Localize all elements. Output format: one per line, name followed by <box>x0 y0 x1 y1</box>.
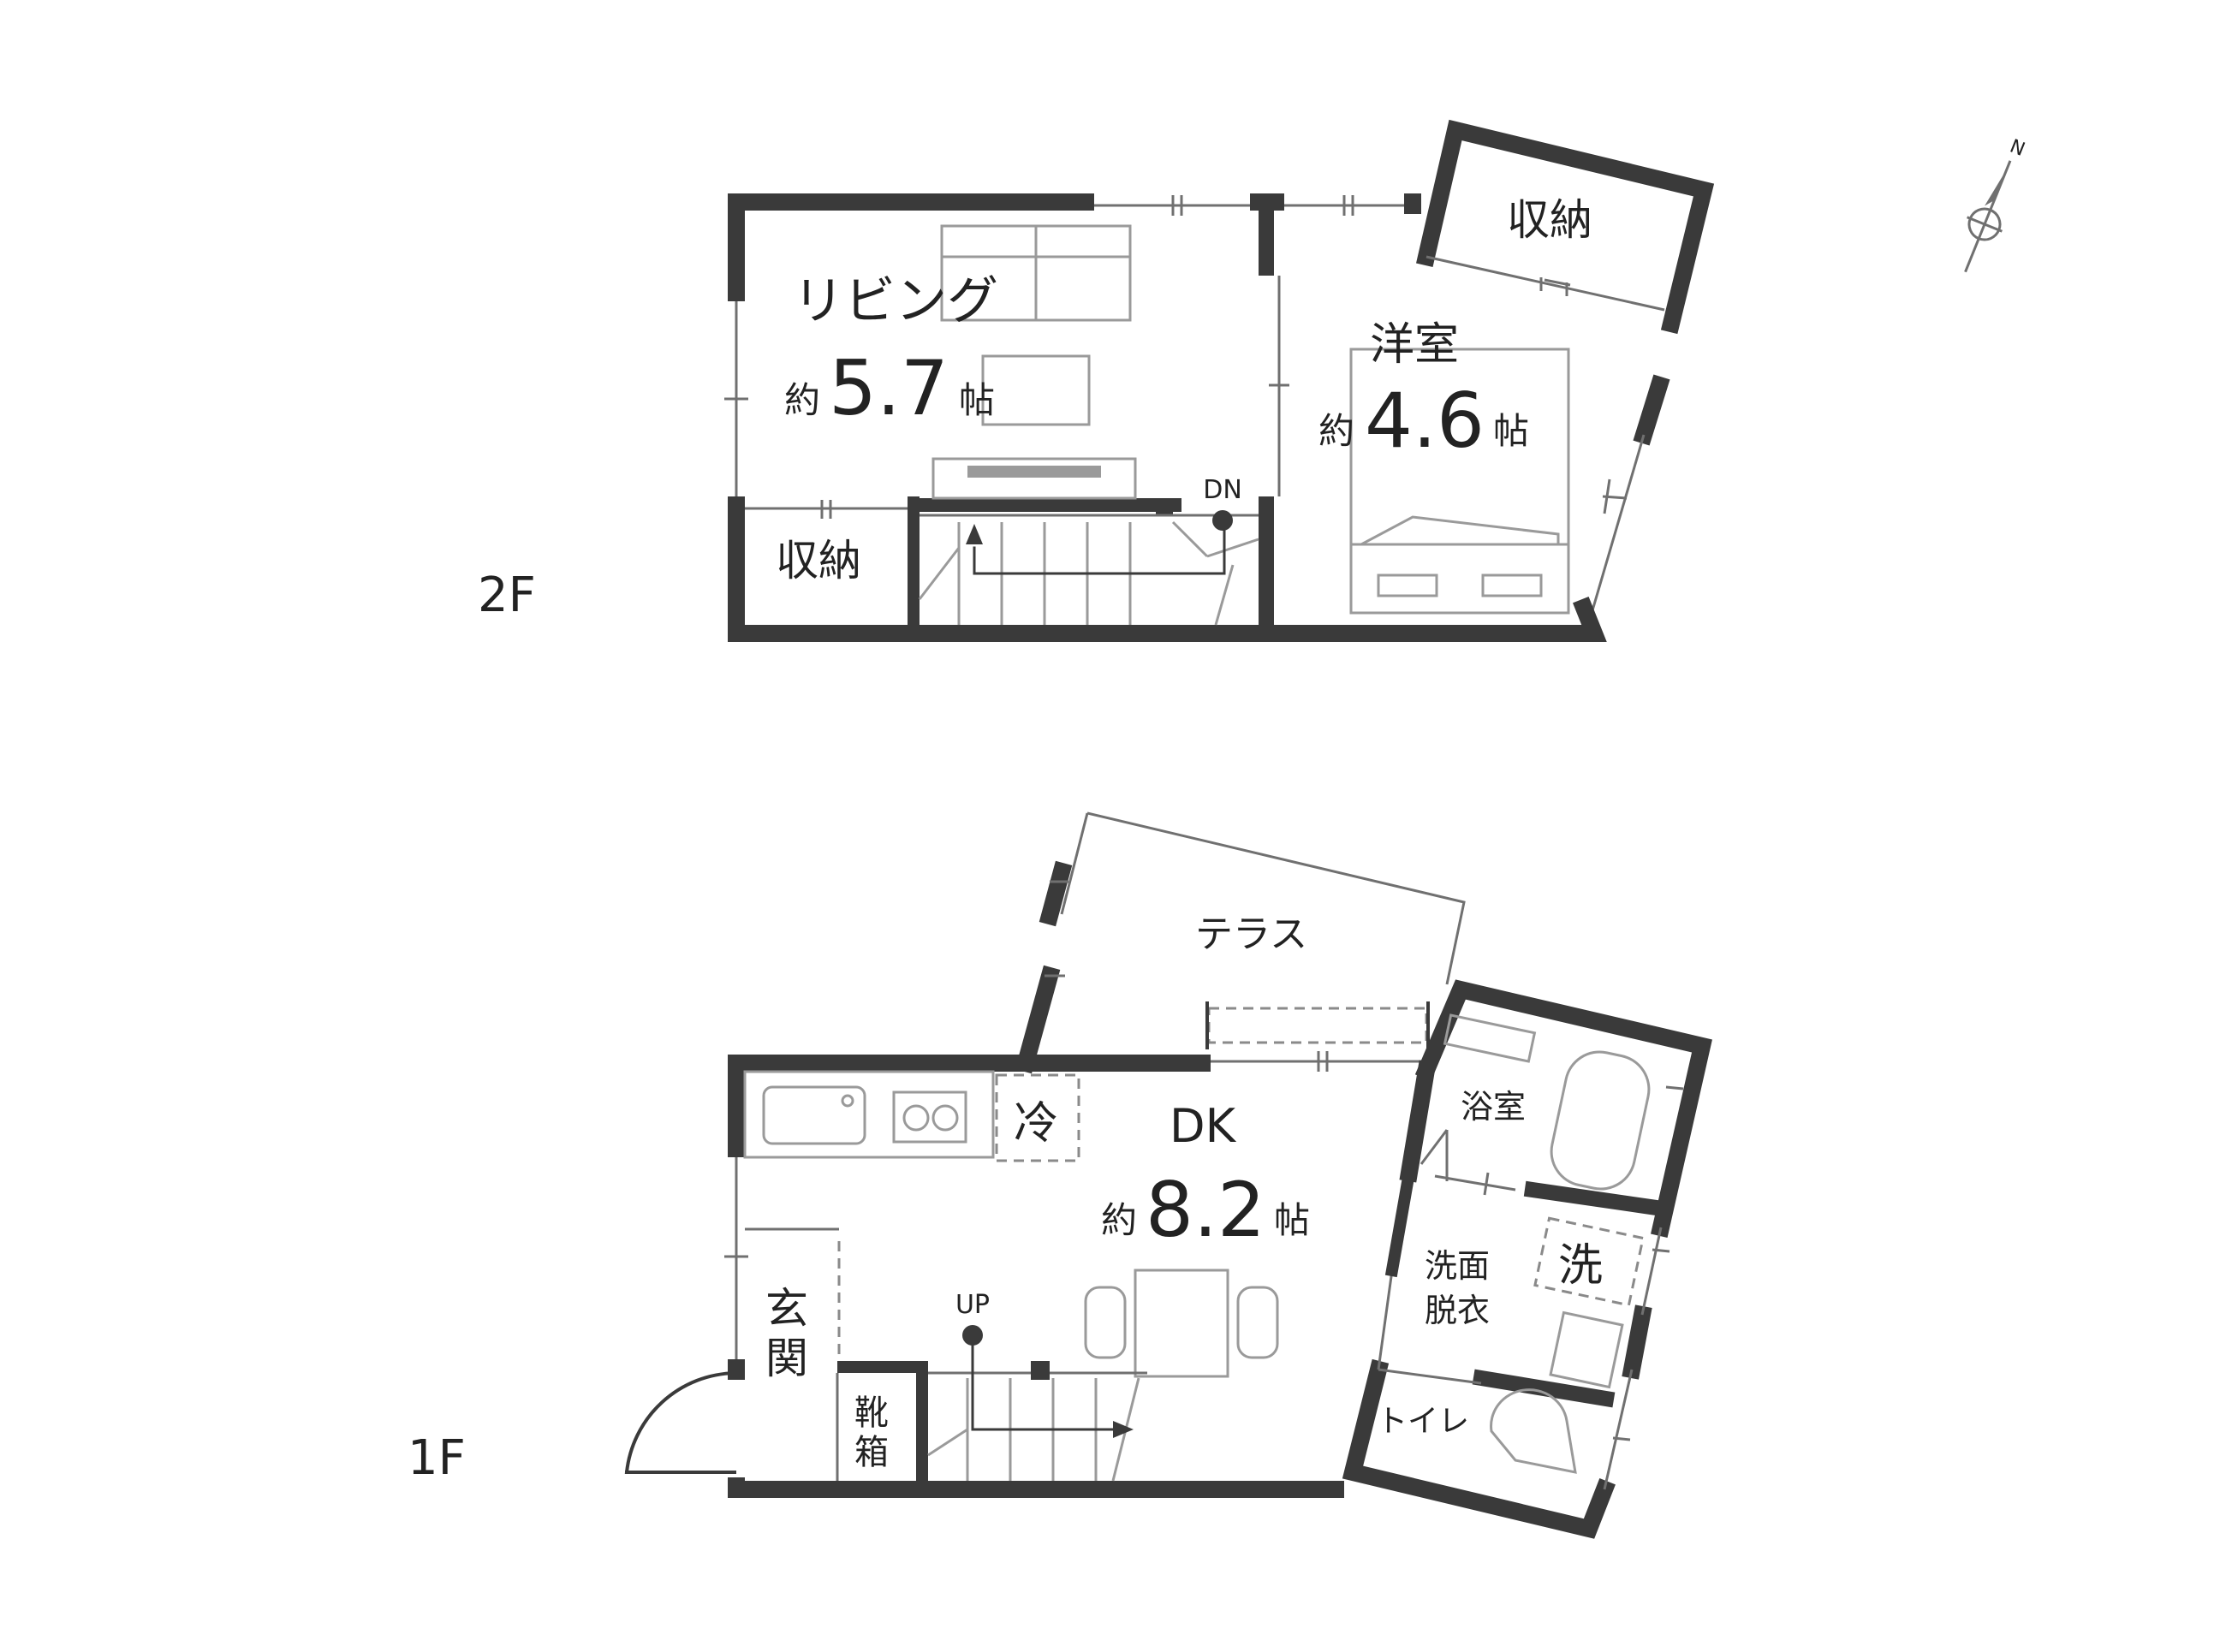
shoebox-line2: 箱 <box>854 1433 889 1472</box>
washroom-line2: 脱衣 <box>1425 1292 1490 1329</box>
living-room-unit: 帖 <box>959 379 995 421</box>
dk-room-name: DK <box>1170 1099 1237 1153</box>
washroom-line1: 洗面 <box>1425 1247 1490 1285</box>
stairs-down-label: DN <box>1203 475 1242 505</box>
entrance-door <box>624 1227 841 1481</box>
living-room-name: リビング <box>793 271 998 331</box>
bath-room-name: 浴室 <box>1461 1088 1526 1126</box>
dk-room-size: 8.2 <box>1146 1166 1265 1254</box>
toilet-name: トイレ <box>1377 1404 1469 1439</box>
fridge-label: 冷 <box>1014 1098 1058 1150</box>
windows-1f <box>724 1085 1684 1441</box>
walls-2f <box>728 193 1594 642</box>
labels-1f: テラス DK 約 8.2 帖 冷 浴室 洗面 脱衣 洗 トイレ 玄 関 靴 箱 … <box>408 912 1603 1486</box>
windows-2f <box>724 195 1404 519</box>
storage-2f-left-name: 収納 <box>776 536 861 585</box>
compass-north-label: N <box>2007 136 2028 161</box>
entrance-line1: 玄 <box>765 1284 808 1334</box>
western-room-size: 4.6 <box>1365 377 1485 465</box>
walls-1f <box>728 1055 1344 1498</box>
stairs-1f: UP <box>927 1290 1147 1482</box>
western-room-prefix: 約 <box>1318 410 1354 452</box>
floor-2f: DN リビング 約 5.7 帖 洋室 約 4.6 帖 収納 収納 2F <box>478 119 1715 642</box>
living-room-prefix: 約 <box>784 379 820 421</box>
compass-icon: N <box>1964 136 2028 273</box>
walls-2f-angled <box>1416 119 1715 642</box>
terrace-name: テラス <box>1195 912 1307 956</box>
bath-fixtures <box>1443 1013 1651 1474</box>
labels-2f: リビング 約 5.7 帖 洋室 約 4.6 帖 収納 収納 2F <box>478 195 1592 623</box>
floor-2f-label: 2F <box>478 568 536 623</box>
dining-table <box>1084 1269 1279 1378</box>
floor-1f: UP テラス DK 約 8.2 帖 冷 浴室 洗面 脱衣 洗 トイレ 玄 関 靴… <box>408 811 1712 1539</box>
entrance-line2: 関 <box>765 1334 808 1383</box>
stairs-2f: DN <box>918 475 1259 626</box>
walls-1f-angled <box>1015 811 1712 1539</box>
shoebox-line1: 靴 <box>854 1394 889 1433</box>
storage-2f-right-name: 収納 <box>1507 195 1592 245</box>
floor-1f-label: 1F <box>408 1430 466 1486</box>
washer-label: 洗 <box>1558 1240 1603 1292</box>
furniture-2f <box>931 224 1570 615</box>
stairs-up-label: UP <box>955 1290 990 1320</box>
living-room-size: 5.7 <box>829 344 949 432</box>
western-room-name: 洋室 <box>1370 319 1459 371</box>
kitchen <box>743 1070 1080 1162</box>
dk-room-prefix: 約 <box>1101 1199 1137 1241</box>
dk-room-unit: 帖 <box>1274 1199 1310 1241</box>
western-room-unit: 帖 <box>1493 410 1529 452</box>
